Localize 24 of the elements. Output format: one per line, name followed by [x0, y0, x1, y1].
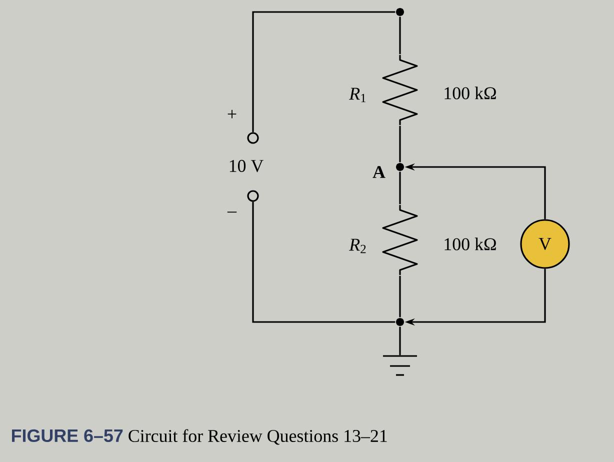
resistor-symbol: [382, 205, 418, 275]
polarity-sign: –: [227, 212, 237, 213]
component-label: R$_{2}$: [349, 238, 366, 254]
junction-dot: [396, 163, 404, 171]
junction-dot: [396, 8, 404, 16]
junction-dot: [396, 318, 404, 326]
wire: [252, 11, 396, 132]
wire: [252, 202, 396, 323]
terminal: [247, 132, 259, 144]
component-label: 100 kΩ: [444, 238, 496, 250]
resistor-symbol: [382, 55, 418, 125]
wire: [399, 326, 401, 356]
wire: [399, 172, 401, 204]
node-label: A: [372, 166, 386, 178]
polarity-sign: +: [228, 110, 236, 118]
component-label: 100 kΩ: [444, 86, 496, 100]
wire: [399, 276, 401, 318]
terminal: [247, 190, 259, 202]
component-label: R$_{1}$: [349, 88, 366, 102]
voltage-label: 10 V: [230, 160, 264, 172]
caption: FIGURE 6–57 Circuit for Review Questions 13–21: [12, 429, 387, 445]
ground-symbol: [383, 355, 417, 376]
wire: [399, 16, 401, 54]
wire: [399, 126, 401, 162]
